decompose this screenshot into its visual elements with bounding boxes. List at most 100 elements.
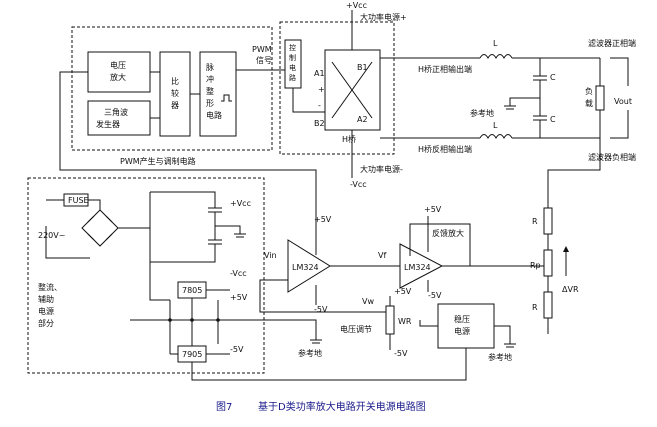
opamp-main-plus5v-label: +5V xyxy=(314,215,332,224)
vin-label: Vin xyxy=(264,251,277,260)
junction-b xyxy=(190,318,194,322)
sense-rp xyxy=(543,249,553,277)
pulse-shaping-label-5: 电路 xyxy=(206,110,222,120)
voltage-amp-label-2: 放大 xyxy=(110,72,126,82)
bridge-plus-label: + xyxy=(318,85,325,94)
vcc-neg-label: -Vcc xyxy=(350,180,367,189)
rect-diode-1 xyxy=(87,215,95,223)
regulated-supply-label-1: 稳压 xyxy=(454,314,470,324)
opamp-fb-minus5v-label: -5V xyxy=(428,291,442,300)
supply-pos-label: 大功率电源+ xyxy=(360,12,407,22)
regulated-supply-block xyxy=(437,303,495,349)
wire-fuse-out xyxy=(88,199,101,210)
pulse-shaping-label-3: 整 xyxy=(206,86,214,96)
control-circuit-label-3: 电 xyxy=(289,63,296,72)
comparator-label-1: 比 xyxy=(171,76,179,86)
pot-wr xyxy=(385,305,395,335)
figure-title: 基于D类功率放大电路开关电源电路图 xyxy=(258,400,426,413)
wire-ground-bus xyxy=(130,319,317,340)
wire-ac-return xyxy=(45,226,90,259)
load-label-1: 负 xyxy=(585,86,593,96)
aux-label-4: 部分 xyxy=(38,318,54,328)
h-neg-out-label: H桥反相输出端 xyxy=(418,144,472,154)
control-circuit-label-4: 路 xyxy=(289,73,296,82)
triangle-gen-label-2: 发生器 xyxy=(96,119,120,129)
sense-r-top-label: R xyxy=(532,217,538,226)
minus-vcc-aux-label: -Vcc xyxy=(230,269,247,278)
wr-label: WR xyxy=(398,317,412,326)
a2-label: A2 xyxy=(357,115,368,124)
control-circuit-label-1: 控 xyxy=(289,43,296,52)
figure-number: 图7 xyxy=(216,401,232,413)
b2-label: B2 xyxy=(314,119,325,128)
pulse-shaping-label-2: 冲 xyxy=(206,74,214,84)
junction-c xyxy=(216,318,220,322)
pwm-label: PWM xyxy=(252,45,272,54)
h-pos-out-label: H桥正相输出端 xyxy=(418,64,472,74)
opamp-feedback-label: LM324 xyxy=(404,263,431,272)
rect-diode-3 xyxy=(87,233,95,241)
wire-fb-loop xyxy=(409,223,471,267)
rect-diode-2 xyxy=(105,215,113,223)
rp-label: Rp xyxy=(530,261,541,270)
bridge-rectifier xyxy=(81,209,119,247)
regulated-supply-label-2: 电源 xyxy=(454,326,470,336)
vout-bracket-bottom xyxy=(610,110,629,139)
h-bridge-frame xyxy=(279,21,395,155)
vout-bracket-top xyxy=(610,57,629,86)
supply-neg-label: 大功率电源- xyxy=(360,164,403,174)
pwm-section-caption: PWM产生与调制电路 xyxy=(120,156,196,166)
pulse-waveform-icon xyxy=(221,94,232,102)
wire-bottom-rail xyxy=(150,244,216,263)
vout-label: Vout xyxy=(614,97,632,106)
ref-ground-supply-label: 参考地 xyxy=(488,352,512,362)
pulse-shaping-label-4: 形 xyxy=(206,99,214,108)
wire-transformer-side xyxy=(149,192,170,301)
cap-bottom-label: C xyxy=(550,115,556,124)
wire-supply-in xyxy=(419,320,438,327)
a1-label: A1 xyxy=(314,69,325,78)
inductor-top-label: L xyxy=(493,39,498,48)
load-resistor xyxy=(595,85,605,111)
b1-label: B1 xyxy=(357,63,368,72)
wr-minus5v-label: -5V xyxy=(394,349,408,358)
delta-vr-arrowhead xyxy=(563,246,569,252)
fuse-label: FUSE xyxy=(68,196,89,205)
wire-feedback-to-amp xyxy=(59,71,317,255)
inductor-top xyxy=(479,54,513,60)
aux-label-1: 整流、 xyxy=(38,282,62,292)
wire-vw-to-opamp xyxy=(259,279,390,313)
vf-label: Vf xyxy=(378,251,386,260)
sense-r-bottom-label: R xyxy=(532,303,538,312)
regulator-7905-label: 7905 xyxy=(182,350,202,359)
sense-r-bottom xyxy=(543,291,553,319)
signal-label: 信号 xyxy=(256,55,272,65)
load-label-2: 载 xyxy=(585,98,593,108)
pwm-section-frame xyxy=(71,26,273,151)
comparator-label-2: 较 xyxy=(171,88,179,98)
inductor-bottom xyxy=(479,134,513,140)
triangle-gen-label-1: 三角波 xyxy=(104,107,128,117)
control-circuit-label-2: 制 xyxy=(289,53,296,62)
filter-neg-out-label: 滤波器负相端 xyxy=(588,152,636,162)
wire-cap-midpoint-ground xyxy=(509,97,540,106)
ref-ground-bus-label: 参考地 xyxy=(298,348,322,358)
pulse-shaping-block xyxy=(199,51,237,137)
rect-diode-4 xyxy=(105,233,113,241)
triangle-gen-block xyxy=(87,100,151,136)
wr-plus5v-label: +5V xyxy=(394,287,412,296)
ac-input-label: 220V~ xyxy=(38,231,65,240)
opamp-main xyxy=(287,239,331,293)
regulator-7805-label: 7805 xyxy=(182,286,202,295)
opamp-fb-plus5v-label: +5V xyxy=(424,205,442,214)
wire-aux-ground xyxy=(215,225,241,234)
voltage-amp-label-1: 电压 xyxy=(110,60,126,70)
voltage-adjust-label: 电压调节 xyxy=(340,324,372,334)
sense-r-top xyxy=(543,207,553,235)
bridge-diagonal-2 xyxy=(331,61,373,119)
aux-label-2: 辅助 xyxy=(38,294,54,304)
comparator-label-3: 器 xyxy=(171,101,179,110)
wire-supply-ground xyxy=(494,325,511,344)
wire-regulated-feed xyxy=(191,348,467,381)
